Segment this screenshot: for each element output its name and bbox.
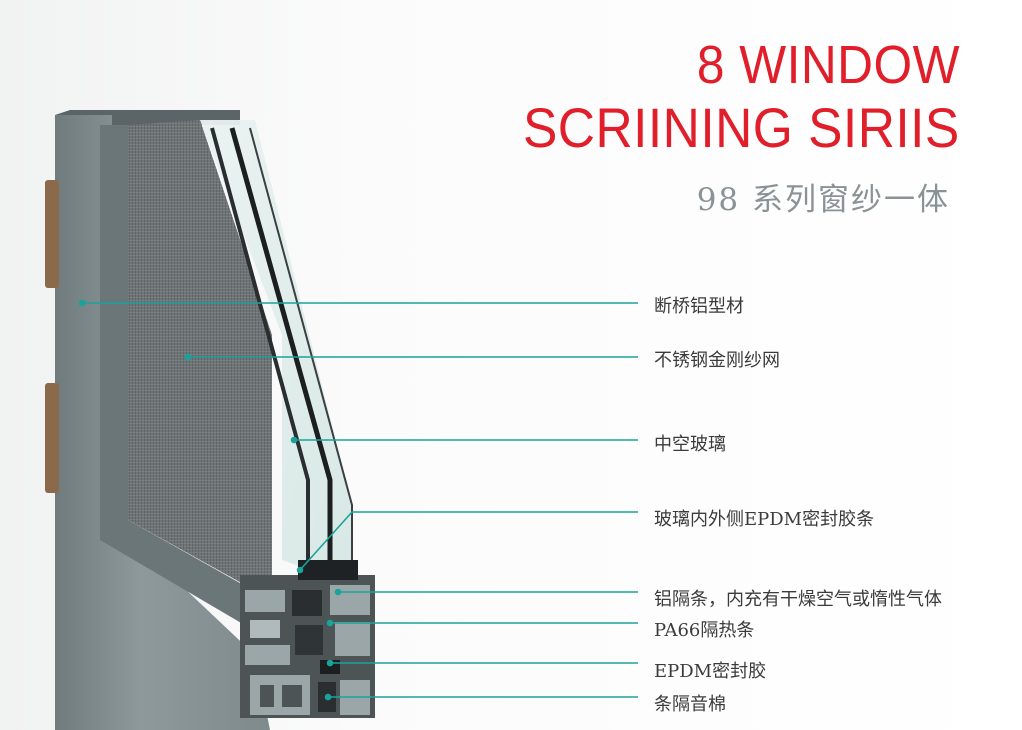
callout-label-epdm-seal: EPDM密封胶 — [654, 661, 767, 682]
leader-lines — [78, 299, 638, 701]
title-line-2: SCRIINING SIRIIS — [523, 96, 960, 159]
hinge-bottom — [45, 383, 59, 493]
glass-pane-edge-outer — [229, 127, 333, 585]
callout-label-spacer: 铝隔条，内充有干燥空气或惰性气体 — [654, 589, 942, 610]
stainless-steel-screen — [128, 120, 272, 600]
frame-inner-edge — [100, 125, 270, 640]
callout-label-thermal-break: PA66隔热条 — [654, 620, 755, 641]
callout-label-glass-seal: 玻璃内外侧EPDM密封胶条 — [654, 509, 875, 530]
subtitle: 98 系列窗纱一体 — [696, 182, 950, 218]
callout-label-glass: 中空玻璃 — [654, 434, 726, 455]
callout-label-frame: 断桥铝型材 — [654, 296, 744, 317]
glass-pane-edge-inner — [210, 127, 310, 575]
insulated-glass — [200, 120, 352, 585]
leader-glass-seal — [299, 511, 638, 571]
glass-pane-edge-front — [249, 127, 353, 585]
hinge-top — [45, 180, 59, 288]
title-line-1: 8 WINDOW — [696, 35, 960, 95]
callout-label-sound-cotton: 条隔音棉 — [654, 694, 726, 715]
frame-profile-section — [240, 560, 375, 718]
callout-label-screen: 不锈钢金刚纱网 — [654, 350, 780, 371]
